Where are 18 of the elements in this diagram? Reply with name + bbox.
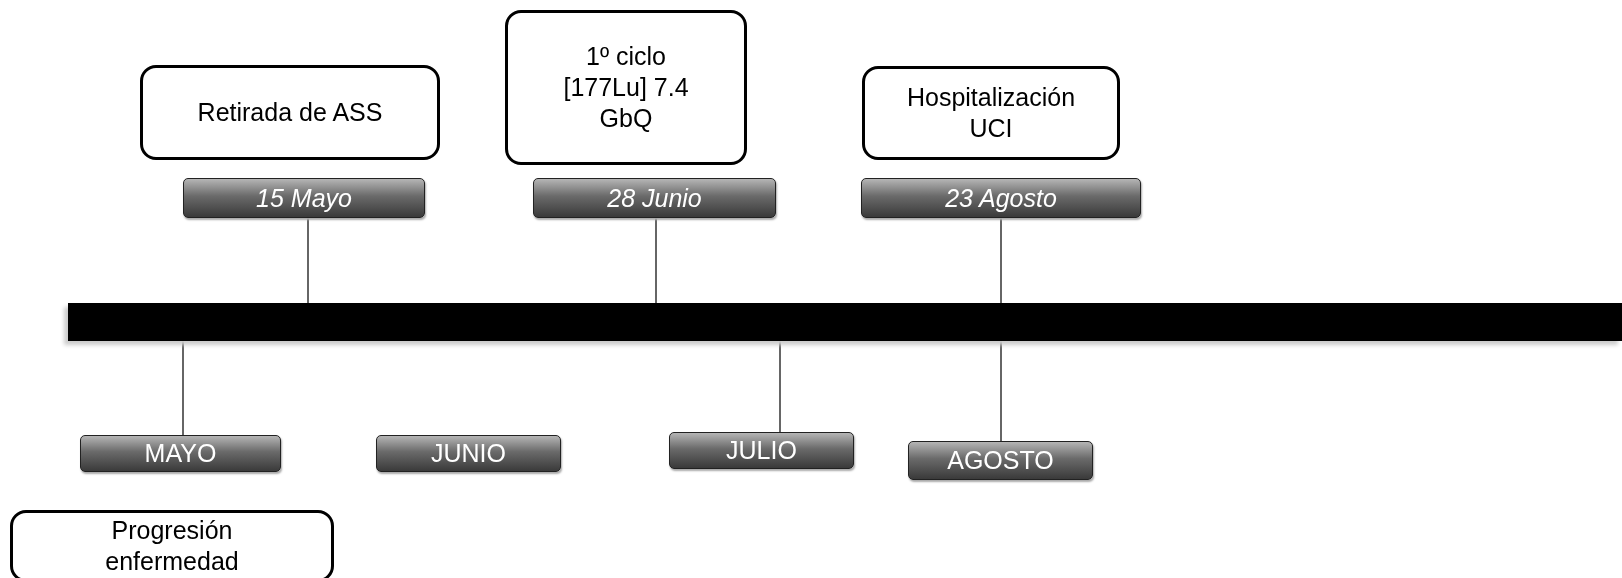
date-tab: 28 Junio [533, 178, 776, 218]
connector-line [1000, 217, 1002, 304]
connector-line [655, 217, 657, 304]
date-tab: 15 Mayo [183, 178, 425, 218]
connector-line [1000, 340, 1002, 442]
timeline-bar [68, 303, 1622, 341]
event-box: 1º ciclo [177Lu] 7.4 GbQ [505, 10, 747, 165]
month-tab: JUNIO [376, 435, 561, 472]
event-box: Hospitalización UCI [862, 66, 1120, 160]
connector-line [307, 217, 309, 304]
month-tab: MAYO [80, 435, 281, 472]
event-box: Retirada de ASS [140, 65, 440, 160]
month-tab: AGOSTO [908, 441, 1093, 480]
connector-line [182, 340, 184, 436]
date-tab: 23 Agosto [861, 178, 1141, 218]
connector-line [779, 340, 781, 433]
event-box: Progresión enfermedad [10, 510, 334, 578]
month-tab: JULIO [669, 432, 854, 469]
